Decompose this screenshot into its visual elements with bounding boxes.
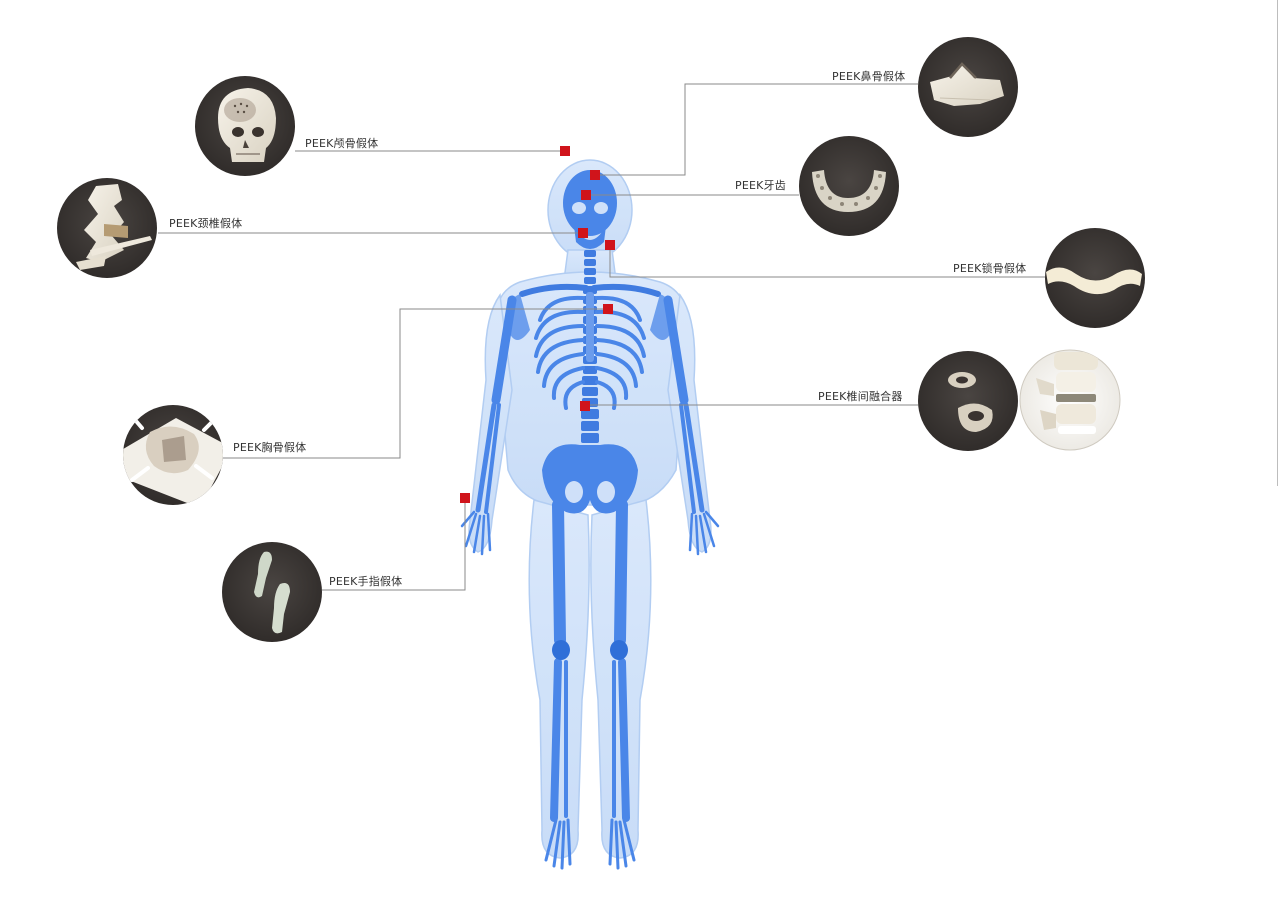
skeleton-pelvis <box>542 444 638 514</box>
interbody-fusion-cage-icon <box>918 351 1018 451</box>
human-skeleton-figure <box>460 159 720 870</box>
leader-line-clavicle <box>609 245 1045 278</box>
label-cervical-implant: PEEK颈椎假体 <box>169 217 243 230</box>
marker-cervical <box>578 228 588 238</box>
skeleton-skull <box>563 170 617 249</box>
label-fusion-cage: PEEK椎间融合器 <box>818 390 903 403</box>
label-clavicle-implant: PEEK锁骨假体 <box>953 262 1027 275</box>
label-sternum-implant: PEEK胸骨假体 <box>233 441 307 454</box>
leader-line-nose <box>595 83 918 176</box>
skeleton-hands <box>460 510 720 556</box>
nasal-bone-implant-icon <box>918 37 1018 137</box>
dental-arch-implant-icon <box>799 136 899 236</box>
clavicle-implant-icon <box>1045 228 1145 328</box>
label-teeth-implant: PEEK牙齿 <box>735 179 786 192</box>
marker-clavicle <box>605 240 615 250</box>
skeleton-feet <box>544 818 636 870</box>
cervical-spine-implant-icon <box>57 178 157 278</box>
marker-nose <box>590 170 600 180</box>
leader-line-sternum <box>222 308 608 459</box>
lumbar-spine-model-icon <box>1019 349 1121 451</box>
skeleton-arms <box>475 295 705 514</box>
skeleton-sternum <box>586 292 594 362</box>
skeleton-shoulders <box>519 283 661 297</box>
finger-bone-implant-icon <box>222 542 322 642</box>
skeleton-legs <box>550 499 630 822</box>
marker-teeth <box>581 190 591 200</box>
marker-sternum <box>603 304 613 314</box>
label-nose-implant: PEEK鼻骨假体 <box>832 70 906 83</box>
skeleton-ribcage <box>534 295 646 410</box>
leader-line-finger <box>322 498 466 591</box>
marker-skull <box>560 146 570 156</box>
marker-fusion <box>580 401 590 411</box>
right-edge-rule <box>1277 0 1278 486</box>
leader-lines <box>158 83 1045 591</box>
sternum-implant-icon <box>123 405 223 505</box>
label-skull-implant: PEEK颅骨假体 <box>305 137 379 150</box>
marker-finger <box>460 493 470 503</box>
label-finger-implant: PEEK手指假体 <box>329 575 403 588</box>
skull-implant-icon <box>195 76 295 176</box>
skeleton-knees <box>552 640 628 660</box>
